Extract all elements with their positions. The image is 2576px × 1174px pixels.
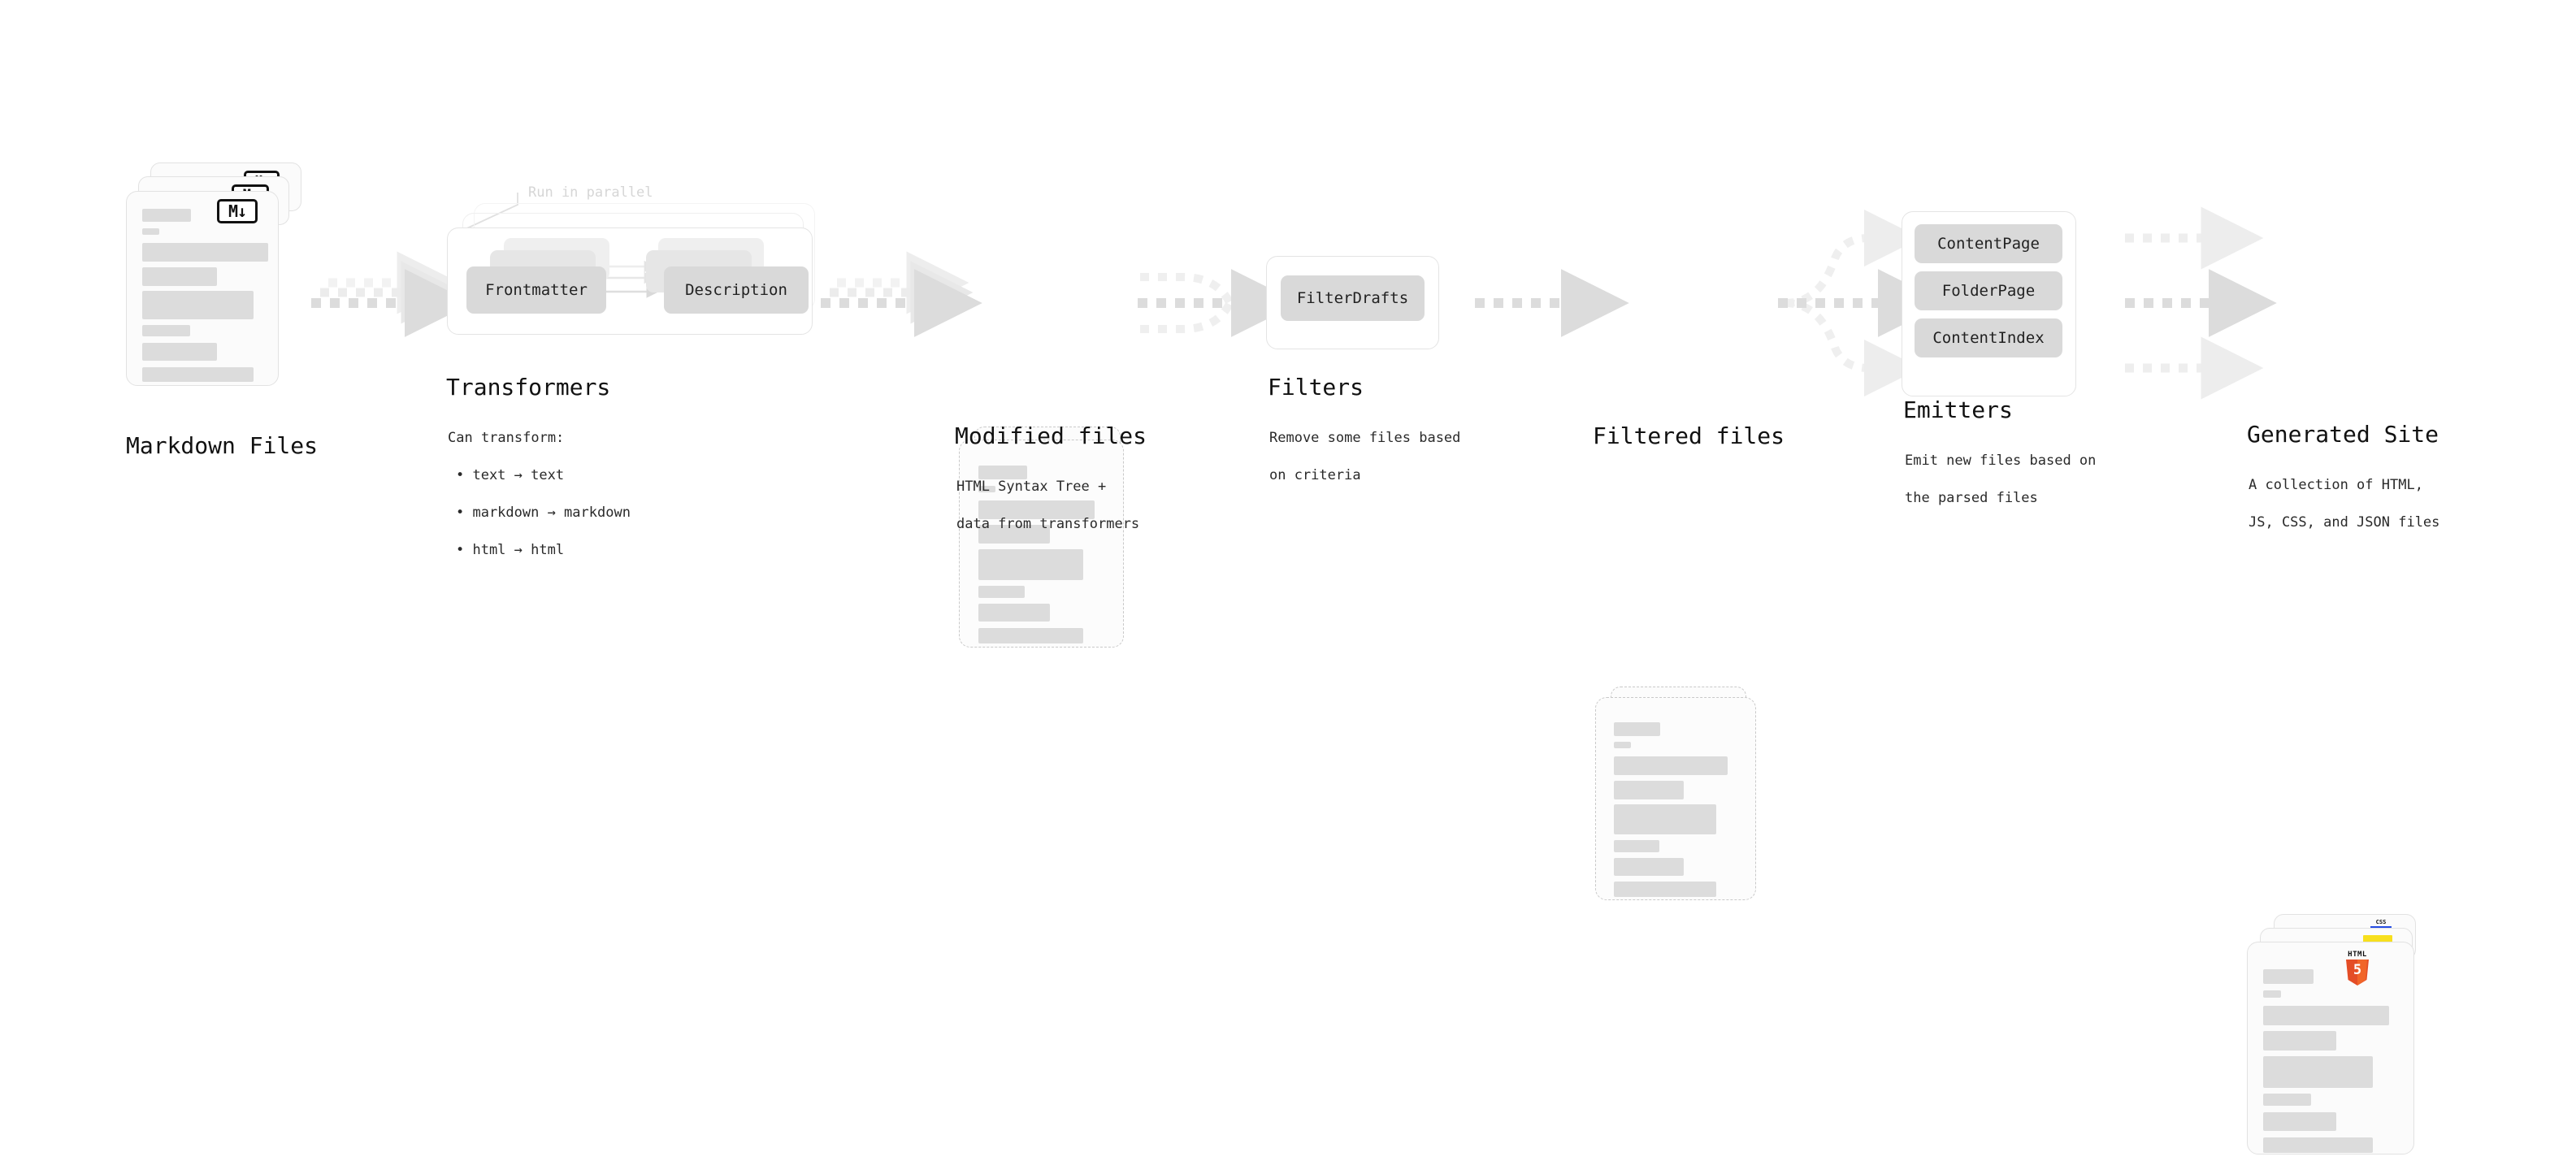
chip-filterdrafts-label: FilterDrafts [1296,289,1409,307]
skeleton-bar [978,486,995,492]
skeleton-bar [978,466,1027,479]
modified-card-skeleton [960,440,1123,647]
filters-desc-line: on criteria [1269,466,1361,483]
label-emitters: Emitters [1903,396,2013,423]
label-filtered-files: Filtered files [1593,422,1785,449]
filtered-card-front [1595,697,1756,900]
site-desc-line: JS, CSS, and JSON files [2249,513,2440,531]
transformers-desc-line: • markdown → markdown [456,504,631,521]
markdown-badge: M↓ [217,199,258,223]
skeleton-bar [978,586,1025,598]
skeleton-bar [1614,804,1716,834]
skeleton-bar [1614,840,1659,852]
generated-site-description: A collection of HTML, JS, CSS, and JSON … [2249,457,2439,551]
stage-transformers: Frontmatter Description [443,183,833,370]
chip-contentindex[interactable]: ContentIndex [1915,318,2062,357]
modified-desc-line: HTML Syntax Tree + [956,478,1107,495]
css-badge-label: CSS [2375,919,2387,925]
skeleton-bar [1614,756,1728,775]
site-card-front [2247,942,2414,1155]
stage-markdown-files: M↓ M↓ M↓ [126,162,305,414]
skeleton-bar [142,243,268,262]
skeleton-bar [978,500,1095,519]
skeleton-bar [2263,1056,2373,1088]
connector-filtered-to-emitters [1778,210,1946,396]
skeleton-bar [2263,1112,2336,1131]
connector-emitters-to-site [2125,206,2277,400]
chip-folderpage-label: FolderPage [1941,282,2036,300]
modified-card-front [959,440,1124,648]
html5-badge: HTML 5 [2346,951,2369,986]
skeleton-bar [978,604,1050,622]
skeleton-bar [142,267,217,286]
skeleton-bar [1614,781,1684,799]
connector-markdown-to-transformers [311,251,473,337]
emitters-description: Emit new files based on the parsed files [1905,433,2096,526]
skeleton-bar [2263,1031,2336,1051]
chip-contentindex-label: ContentIndex [1932,329,2045,347]
label-filters: Filters [1268,374,1364,401]
label-modified-files: Modified files [955,422,1147,449]
skeleton-bar [2263,969,2314,984]
chip-filterdrafts[interactable]: FilterDrafts [1281,275,1425,321]
filters-description: Remove some files based on criteria [1269,410,1460,504]
modified-files-description: HTML Syntax Tree + data from transformer… [956,459,1139,552]
stage-filters: FilterDrafts [1266,256,1477,353]
stage-modified-files [955,427,1142,678]
skeleton-bar [978,628,1083,643]
filtered-card-skeleton [1596,698,1755,899]
skeleton-bar [142,367,254,382]
emitters-desc-line: Emit new files based on [1905,452,2097,469]
site-card-skeleton [2248,942,2413,1154]
skeleton-bar [2263,1137,2373,1153]
skeleton-bar [978,525,1050,544]
chip-contentpage-label: ContentPage [1937,235,2040,253]
connector-transformers-to-modified [821,251,982,337]
transformers-desc-line: Can transform: [448,429,565,446]
connector-modified-to-filters [1138,269,1299,337]
transformers-desc-line: • html → html [456,541,565,558]
chip-contentpage[interactable]: ContentPage [1915,224,2062,263]
skeleton-bar [142,228,159,235]
chip-description[interactable]: Description [664,266,809,314]
stage-filtered-files [1591,687,1778,938]
transformers-desc-line: • text → text [456,466,565,483]
skeleton-bar [2263,1006,2389,1025]
transformers-description: Can transform: • text → text • markdown … [448,410,631,578]
skeleton-bar [142,325,190,336]
markdown-card-front [126,191,279,386]
stage-generated-site: CSS HTML 5 [2247,914,2442,1174]
skeleton-bar [142,343,217,361]
chip-frontmatter[interactable]: Frontmatter [466,266,606,314]
emitters-desc-line: the parsed files [1905,489,2038,506]
chip-description-label: Description [685,281,787,299]
label-run-in-parallel: Run in parallel [528,184,653,201]
skeleton-bar [978,549,1083,580]
html5-badge-word: HTML [2348,951,2367,959]
label-markdown-files: Markdown Files [126,432,319,459]
html5-badge-shield: 5 [2346,960,2369,986]
pipeline-diagram: M↓ M↓ M↓ Markdown Files [0,0,2576,681]
skeleton-bar [1614,722,1660,736]
skeleton-bar [142,209,191,222]
skeleton-bar [2263,1094,2311,1106]
chip-folderpage[interactable]: FolderPage [1915,271,2062,310]
skeleton-bar [2263,990,2281,998]
modified-desc-line: data from transformers [956,515,1140,532]
skeleton-bar [142,291,254,319]
stage-emitters: ContentPage FolderPage ContentIndex [1902,211,2137,402]
site-desc-line: A collection of HTML, [2249,476,2423,493]
filters-desc-line: Remove some files based [1269,429,1461,446]
skeleton-bar [1614,882,1716,897]
chip-frontmatter-label: Frontmatter [485,281,588,299]
skeleton-bar [1614,858,1684,876]
skeleton-bar [1614,742,1631,748]
label-transformers: Transformers [446,374,611,401]
html5-badge-number: 5 [2353,962,2362,978]
label-generated-site: Generated Site [2247,421,2439,448]
markdown-card-skeleton [127,192,278,385]
